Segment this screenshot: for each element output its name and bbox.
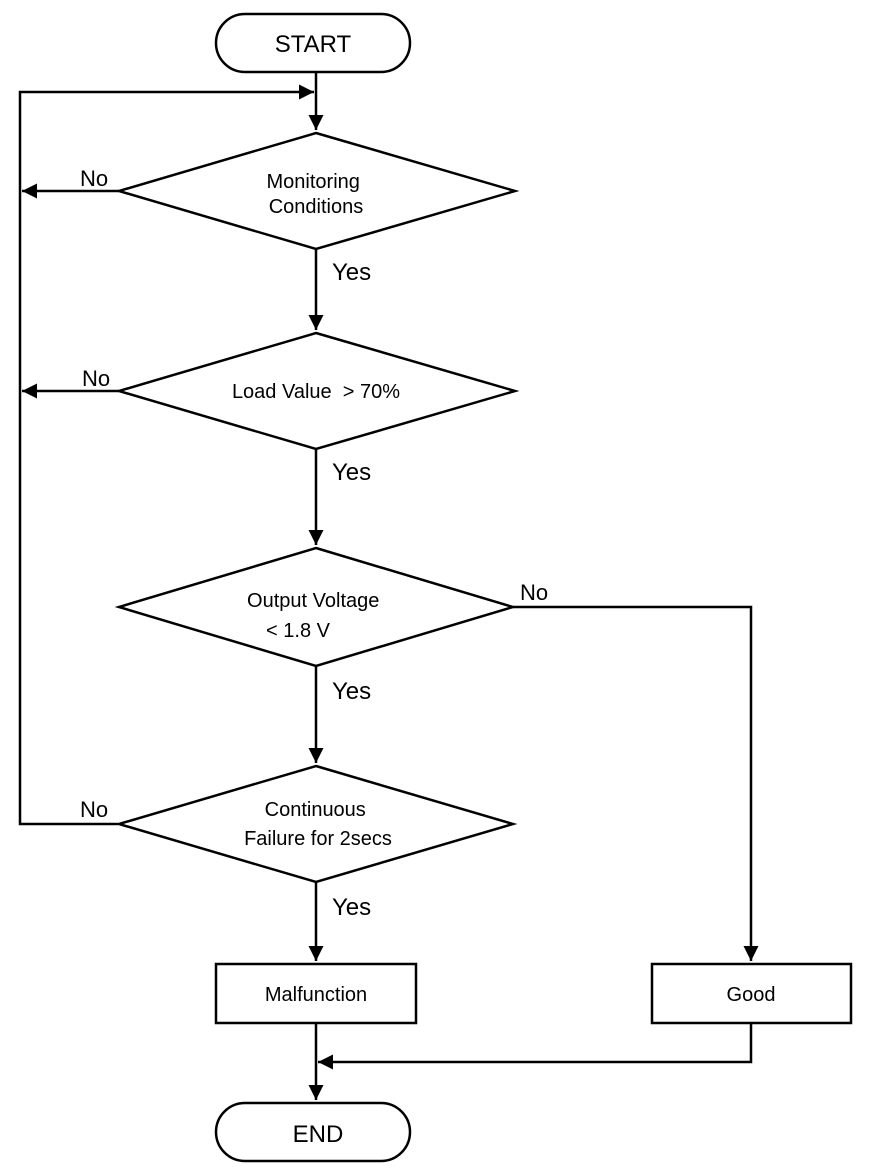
- process-malfunction: [214, 962, 418, 1025]
- yes-label-monitoring: Yes: [332, 259, 371, 286]
- no-label-monitoring: No: [80, 166, 108, 191]
- decision-voltage-text: Output Voltage < 1.8 V: [247, 590, 385, 642]
- no-label-load: No: [82, 366, 110, 391]
- no-label-voltage: No: [520, 580, 548, 605]
- decision-load-text: Load Value > 70%: [232, 381, 400, 403]
- end-terminal: [214, 1101, 412, 1163]
- end-label: END: [293, 1121, 344, 1148]
- start-terminal: [214, 12, 412, 74]
- decision-continuous-text: Continuous Failure for 2secs: [244, 799, 392, 850]
- connector-good-merge: [318, 1023, 753, 1070]
- start-label: START: [275, 31, 352, 58]
- loop-back-line: [18, 84, 314, 826]
- yes-label-voltage: Yes: [332, 678, 371, 705]
- yes-label-continuous: Yes: [332, 894, 371, 921]
- decision-continuous-failure: [114, 764, 518, 884]
- good-label: Good: [727, 984, 776, 1006]
- connector-voltage-no: [513, 605, 759, 961]
- process-good: [650, 962, 853, 1025]
- no-label-continuous: No: [80, 797, 108, 822]
- yes-label-load: Yes: [332, 459, 371, 486]
- malfunction-label: Malfunction: [265, 984, 367, 1006]
- decision-monitoring-text: Monitoring Conditions: [267, 171, 366, 218]
